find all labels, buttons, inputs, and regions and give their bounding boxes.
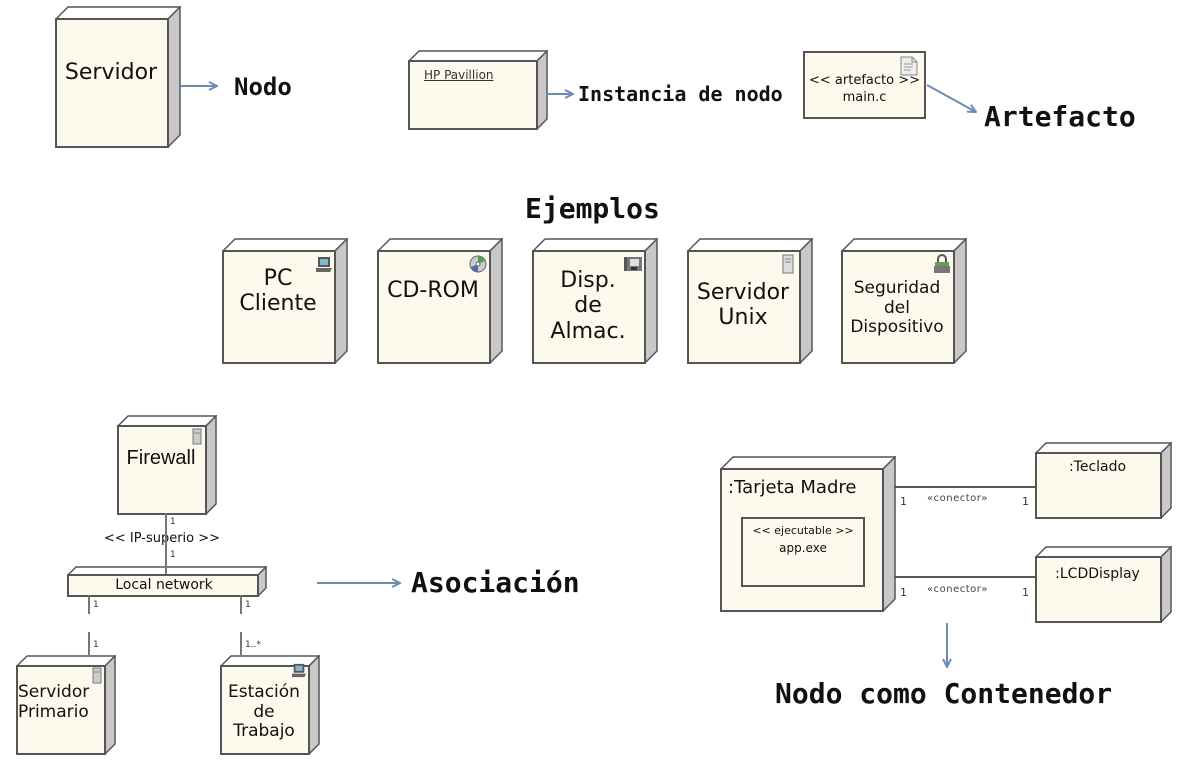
- example-node-seguridad-label: Seguridad del Dispositivo: [850, 278, 944, 338]
- right-mult-bottom: 1..*: [245, 640, 261, 650]
- link-mult-bottom: 1: [170, 550, 176, 560]
- left-mult-bottom: 1: [93, 640, 99, 650]
- node-local-network-label: Local network: [115, 577, 213, 593]
- node-tarjeta-madre-label: :Tarjeta Madre: [728, 477, 857, 498]
- example-node-cd-rom[interactable]: [377, 238, 503, 364]
- node-firewall-label: Firewall: [126, 447, 196, 469]
- node-front-face: [220, 665, 310, 755]
- caption-nodo: Nodo: [234, 73, 292, 101]
- node-teclado[interactable]: [1035, 442, 1172, 519]
- node-front-face: [67, 574, 259, 597]
- examples-title: Ejemplos: [525, 192, 660, 225]
- computer-icon: [291, 663, 307, 682]
- server-tower-icon: [782, 254, 794, 278]
- right-mult-top: 1: [245, 600, 251, 610]
- example-node-disp-almac-label: Disp. de Almac.: [550, 268, 626, 344]
- connector2-mult-right: 1: [1022, 586, 1029, 599]
- connector2-stereotype: «conector»: [927, 584, 988, 595]
- artifact-stereotype: << artefacto >>: [809, 73, 920, 88]
- node-estacion-trabajo-label: Estación de Trabajo: [228, 682, 300, 742]
- node-instance-hp[interactable]: [408, 50, 548, 130]
- connector1-mult-right: 1: [1022, 495, 1029, 508]
- security-device-icon: [933, 254, 951, 278]
- node-front-face: [408, 60, 538, 130]
- caption-instancia-de-nodo: Instancia de nodo: [578, 82, 783, 106]
- example-node-servidor-unix[interactable]: [687, 238, 813, 364]
- artifact-name: main.c: [842, 90, 887, 105]
- node-front-face: [1035, 556, 1162, 623]
- node-front-face: [687, 250, 801, 364]
- left-mult-top: 1: [93, 600, 99, 610]
- node-servidor-primario-label: Servidor Primario: [18, 682, 90, 722]
- node-front-face: [16, 665, 106, 755]
- node-lcd-display-label: :LCDDisplay: [1055, 566, 1140, 582]
- executable-name: app.exe: [779, 541, 827, 555]
- connector1-stereotype: «conector»: [927, 493, 988, 504]
- firewall-server-icon: [192, 428, 202, 449]
- caption-artefacto: Artefacto: [984, 100, 1136, 133]
- caption-asociacion: Asociación: [411, 566, 580, 599]
- caption-nodo-como-contenedor: Nodo como Contenedor: [775, 677, 1113, 710]
- example-node-cd-rom-label: CD-ROM: [387, 278, 479, 303]
- computer-icon: [315, 256, 333, 277]
- node-front-face: [1035, 452, 1162, 519]
- node-servidor[interactable]: [55, 6, 181, 148]
- node-servidor-primario[interactable]: [16, 655, 116, 755]
- storage-device-icon: [623, 255, 643, 277]
- node-lcd-display[interactable]: [1035, 546, 1172, 623]
- link-mult-top: 1: [170, 517, 176, 527]
- server-tower-icon: [92, 667, 102, 688]
- connector1-mult-left: 1: [900, 495, 907, 508]
- node-servidor-label: Servidor: [64, 60, 158, 85]
- node-front-face: [117, 425, 207, 515]
- connector2-mult-left: 1: [900, 586, 907, 599]
- node-teclado-label: :Teclado: [1068, 459, 1127, 475]
- node-estacion-trabajo[interactable]: [220, 655, 320, 755]
- arrow-artefacto: [926, 84, 976, 112]
- node-instance-label: HP Pavillion: [424, 68, 494, 82]
- link-stereotype: << IP-superio >>: [103, 531, 221, 546]
- example-node-pc-cliente-label: PC Cliente: [239, 266, 317, 317]
- cd-icon: [469, 255, 487, 277]
- executable-box[interactable]: [741, 517, 865, 587]
- node-firewall[interactable]: [117, 415, 217, 515]
- document-icon: [900, 56, 918, 80]
- node-front-face: [377, 250, 491, 364]
- node-front-face: [55, 18, 169, 148]
- executable-stereotype: << ejecutable >>: [752, 524, 854, 537]
- example-node-servidor-unix-label: Servidor Unix: [696, 280, 790, 331]
